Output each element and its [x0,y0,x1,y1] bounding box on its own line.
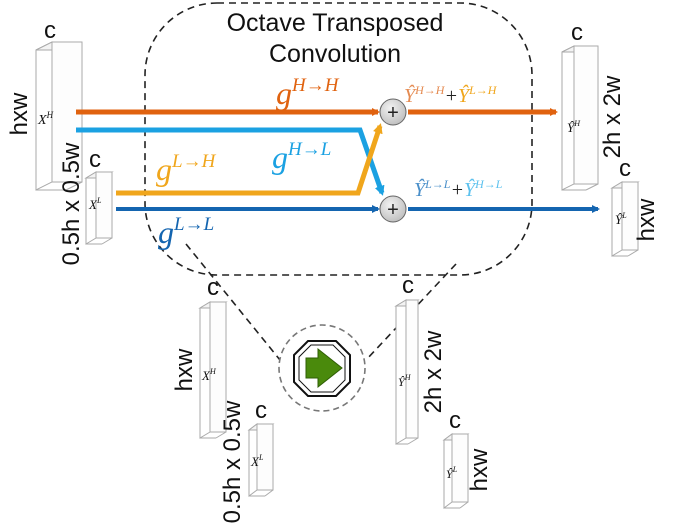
path-high-to-high-label: gH→H [276,75,340,111]
adder-high-plus: + [387,102,399,124]
bottom-output-high-channel-label: c [402,272,414,299]
bottom-input-high-frequency-block [198,301,228,439]
input-high-tensor-label: XH [37,110,54,128]
path-low-to-high-arrow [116,123,383,196]
bottom-input-high-size-label: hxw [171,348,198,391]
input-high-frequency-block [35,41,83,191]
bottom-input-low-channel-label: c [255,397,267,424]
bottom-output-high-size-label: 2h x 2w [420,330,447,413]
bottom-output-high-tensor-label: ŶH [398,373,412,389]
diagram-title-line1: Octave Transposed [227,9,444,37]
sum-high-label: ŶH→H+ŶL→H [404,83,498,107]
output-high-size-label: 2h x 2w [599,75,626,158]
bottom-output-low-size-label: hxw [466,448,493,491]
output-low-tensor-label: ŶL [615,211,627,227]
input-low-frequency-block [84,171,114,245]
diagram-title-line2: Convolution [269,40,401,68]
zoom-connector-left [185,243,281,361]
green-play-octagon-icon [293,340,351,397]
output-high-tensor-label: ŶH [567,119,581,135]
adder-low-plus: + [387,199,399,221]
input-low-tensor-label: XL [88,196,102,212]
adder-low-node: + [379,195,407,223]
bottom-output-low-channel-label: c [449,407,461,434]
input-high-channel-label: c [44,17,56,44]
bottom-output-low-tensor-label: ŶL [446,465,458,481]
input-low-channel-label: c [89,146,101,173]
bottom-input-low-tensor-label: XL [250,453,264,469]
output-low-channel-label: c [619,155,631,182]
bottom-output-high-frequency-block [394,299,420,445]
bottom-input-low-size-label: 0.5h x 0.5w [219,400,246,523]
path-high-to-low-label: gH→L [272,139,331,175]
path-high-to-low-arrow [76,127,385,196]
octave-module-region [144,2,533,276]
input-low-size-label: 0.5h x 0.5w [58,142,85,265]
path-low-to-high-label: gL→H [156,151,217,187]
bottom-input-low-frequency-block [247,423,275,497]
bottom-input-high-channel-label: c [207,274,219,301]
output-low-size-label: hxw [633,198,660,241]
adder-high-node: + [379,98,407,126]
output-low-frequency-block [610,181,640,257]
path-low-to-low-label: gL→L [158,214,214,250]
input-high-size-label: hxw [6,92,33,135]
bottom-output-low-frequency-block [442,433,470,509]
sum-low-label: ŶL→L+ŶH→L [414,177,503,201]
output-high-channel-label: c [571,19,583,46]
output-high-frequency-block [561,45,599,191]
bottom-input-high-tensor-label: XH [201,367,217,383]
